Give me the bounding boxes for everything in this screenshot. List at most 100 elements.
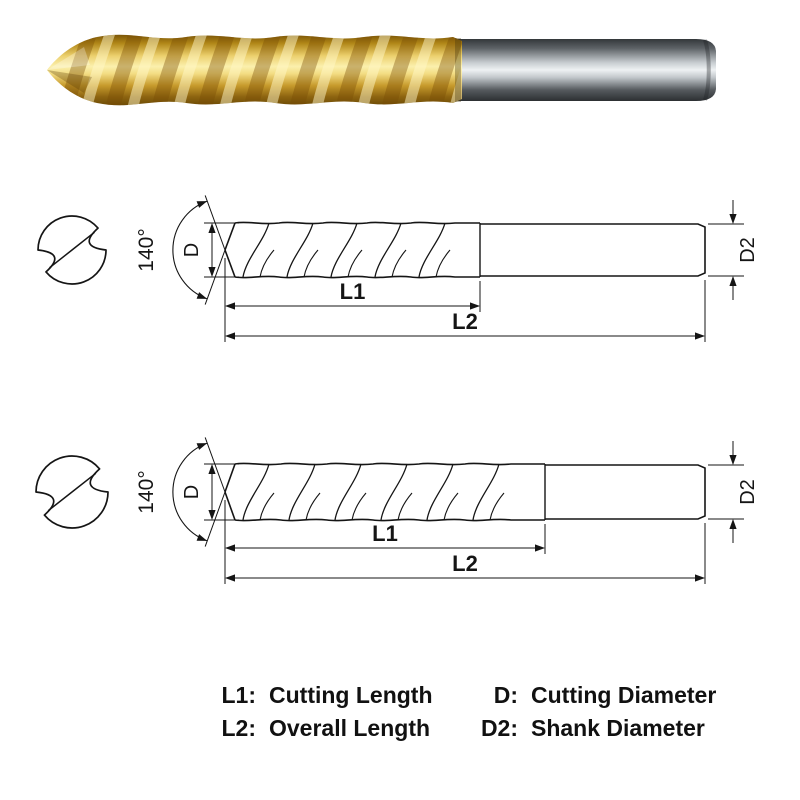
arrowhead xyxy=(695,332,705,340)
flute-helix-line xyxy=(288,463,316,521)
flute-helix-line xyxy=(418,222,446,278)
legend-value-d: Cutting Diameter xyxy=(531,682,717,708)
flute-helix-line xyxy=(303,249,319,278)
arrowhead xyxy=(196,534,208,541)
flute-helix-line xyxy=(286,222,314,278)
flute-top-edge xyxy=(234,221,480,225)
end-view-outline xyxy=(35,455,109,529)
flute-shadow-band xyxy=(242,34,283,106)
legend: L1: Cutting Length D: Cutting Diameter L… xyxy=(0,684,800,750)
arrowhead xyxy=(729,276,737,286)
flute-highlight-band xyxy=(264,34,301,106)
arrowhead xyxy=(535,544,545,552)
arrowhead xyxy=(208,223,216,233)
flute-helix-line xyxy=(397,492,413,521)
flute-helix-line xyxy=(489,492,505,521)
point-angle-side xyxy=(204,491,226,547)
shank-outline xyxy=(480,223,706,277)
flute-helix-line xyxy=(347,249,363,278)
flute-highlight-band xyxy=(218,34,255,106)
legend-entry-d2: D2: Shank Diameter xyxy=(474,717,705,740)
flute-helix-line xyxy=(305,492,321,521)
end-view-outline xyxy=(37,215,107,285)
shank-body xyxy=(458,39,716,101)
cutting-length-label: L1 xyxy=(340,279,366,304)
flute-highlight-band xyxy=(402,34,439,106)
arrowhead xyxy=(470,302,480,310)
legend-value-l1: Cutting Length xyxy=(269,682,433,708)
arrowhead xyxy=(225,544,235,552)
drill-end-view xyxy=(35,455,109,529)
shank-outline xyxy=(545,464,706,520)
arrowhead xyxy=(196,443,208,450)
flute-highlight-band xyxy=(310,34,347,106)
flute-helix-line xyxy=(330,222,358,278)
overall-length-label: L2 xyxy=(452,309,478,334)
arrowhead xyxy=(196,292,208,299)
cutting-diameter-label: D xyxy=(181,243,203,257)
drill-photo-shank xyxy=(458,39,716,101)
tip-shadow-facet xyxy=(47,70,92,93)
arrowhead xyxy=(225,574,235,582)
arrowhead xyxy=(208,464,216,474)
cutting-length-label: L1 xyxy=(372,521,398,546)
drill-photo-flutes xyxy=(47,34,462,106)
flute-helix-line xyxy=(380,463,408,521)
legend-key-l2: L2: xyxy=(221,715,257,741)
flute-shadow-band xyxy=(196,34,237,106)
arrowhead xyxy=(196,201,208,208)
legend-value-l2: Overall Length xyxy=(269,715,431,741)
flute-shadow-band xyxy=(426,34,462,106)
point-facet xyxy=(224,463,236,493)
flute-helix-line xyxy=(242,222,270,278)
point-angle-side xyxy=(204,437,226,493)
point-angle-label: 140° xyxy=(135,228,158,271)
flute-helix-line xyxy=(443,492,459,521)
legend-key-d: D: xyxy=(493,682,518,708)
shank-end-shading xyxy=(703,39,711,101)
arrowhead xyxy=(729,214,737,224)
flute-shadow-band xyxy=(288,34,329,106)
flute-highlight-band xyxy=(172,34,209,106)
shank-diameter-label: D2 xyxy=(737,237,759,263)
flute-bottom-edge xyxy=(234,518,545,522)
flute-helix-line xyxy=(426,463,454,521)
legend-entry-l2: L2: Overall Length xyxy=(212,717,474,740)
point-facet xyxy=(224,491,236,521)
flute-shadow-band xyxy=(334,34,375,106)
arrowhead xyxy=(208,510,216,520)
tip-highlight xyxy=(47,47,90,70)
legend-key-l1: L1: xyxy=(221,682,257,708)
flute-helix-line xyxy=(351,492,367,521)
arrowhead xyxy=(208,267,216,277)
flute-shadow-band xyxy=(150,34,191,106)
flute-helix-line xyxy=(435,249,451,278)
coating-junction xyxy=(455,38,461,102)
overall-length-label: L2 xyxy=(452,551,478,576)
point-facet xyxy=(224,222,236,251)
flute-helix-line xyxy=(259,249,275,278)
flute-highlight-band xyxy=(448,34,462,106)
flute-highlight-band xyxy=(80,34,117,106)
legend-row-1: L1: Cutting Length D: Cutting Diameter xyxy=(0,684,800,707)
point-angle-arc xyxy=(172,200,208,300)
flute-highlight-band xyxy=(126,34,163,106)
flute-helix-line xyxy=(259,492,275,521)
cutting-diameter-label: D xyxy=(181,485,203,499)
flute-helix-line xyxy=(472,463,500,521)
point-facet xyxy=(224,249,236,278)
shank-diameter-label: D2 xyxy=(737,479,759,505)
flute-highlight-band xyxy=(356,34,393,106)
flute-helix-line xyxy=(242,463,270,521)
legend-entry-l1: L1: Cutting Length xyxy=(212,684,474,707)
flute-shadow-band xyxy=(380,34,421,106)
arrowhead xyxy=(695,574,705,582)
arrowhead xyxy=(225,302,235,310)
flute-helix-line xyxy=(374,222,402,278)
flute-helix-line xyxy=(391,249,407,278)
point-angle-label: 140° xyxy=(135,470,158,513)
